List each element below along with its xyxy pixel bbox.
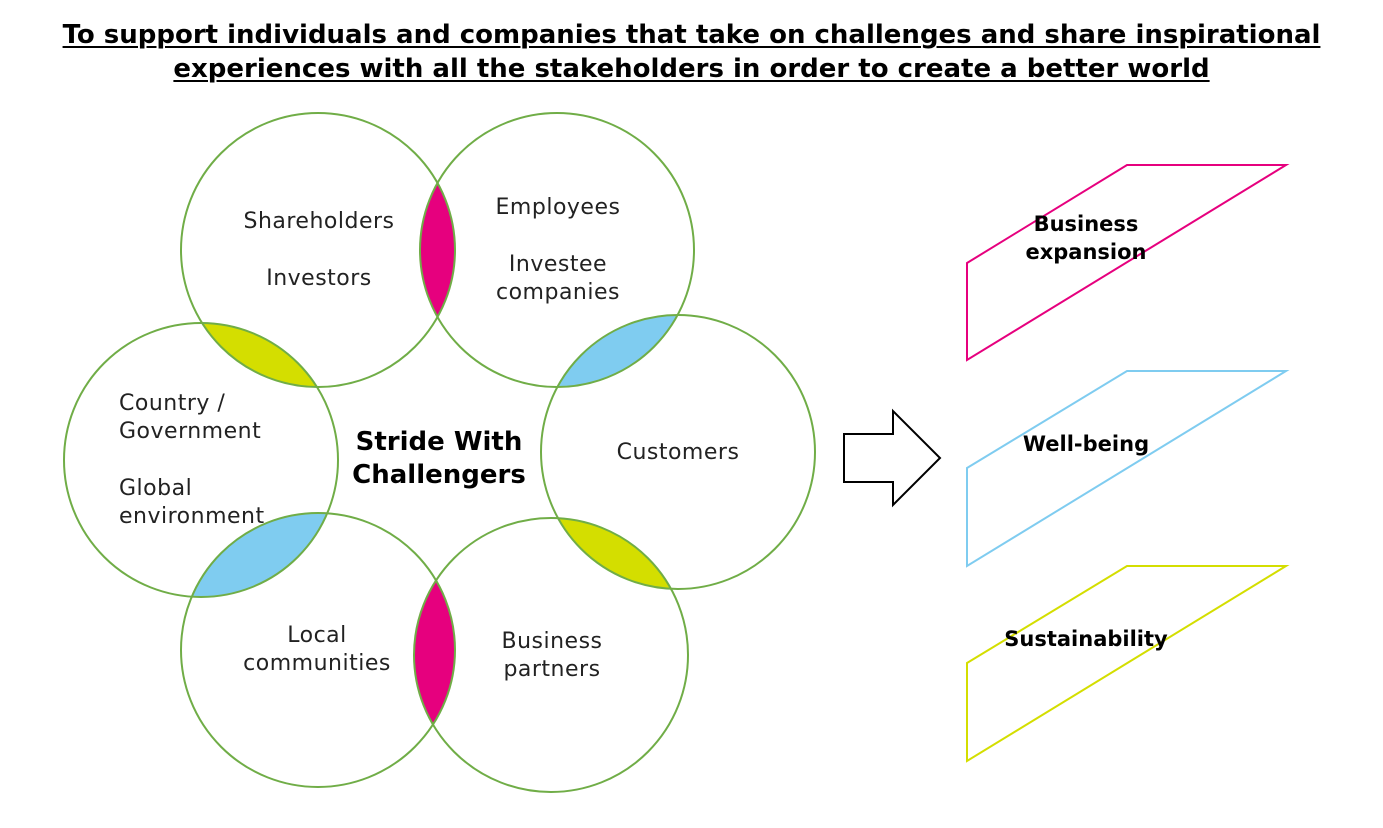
label-employees: Employees (496, 195, 621, 220)
label-global: Global (119, 476, 192, 501)
parallelogram-business-expansion (966, 164, 1290, 362)
label-communities: communities (243, 651, 391, 676)
label-companies: companies (496, 280, 620, 305)
label-customers: Customers (617, 440, 740, 465)
parallelogram-sustainability (966, 565, 1290, 763)
title-line-1: To support individuals and companies tha… (62, 20, 1321, 50)
outcome-well-being: Well-being (1023, 432, 1149, 456)
stakeholder-circles (63, 112, 816, 793)
label-country: Country / (119, 391, 225, 416)
circle-country (63, 322, 339, 598)
label-government: Government (119, 419, 261, 444)
label-investee: Investee (509, 252, 607, 277)
title-line-2: experiences with all the stakeholders in… (173, 54, 1210, 84)
label-environment: environment (119, 504, 265, 529)
label-shareholders: Shareholders (243, 209, 394, 234)
circle-business-partners (413, 517, 689, 793)
center-label-line-1: Stride With (356, 427, 523, 457)
center-label-line-2: Challengers (352, 460, 526, 490)
label-local: Local (287, 623, 347, 648)
outcome-business-line-2: expansion (1025, 240, 1146, 264)
label-investors: Investors (266, 266, 372, 291)
circle-local-communities (180, 512, 456, 788)
lens-country-local (181, 513, 338, 597)
circle-customers (540, 314, 816, 590)
page-title: To support individuals and companies tha… (0, 18, 1383, 86)
lens-employees-customers (541, 315, 694, 387)
label-business: Business (501, 629, 602, 654)
label-partners: partners (503, 657, 600, 682)
outcome-sustainability: Sustainability (1004, 627, 1168, 651)
right-arrow-icon (843, 408, 942, 508)
outcome-business-line-1: Business (1034, 212, 1139, 236)
parallelogram-well-being (966, 370, 1290, 568)
